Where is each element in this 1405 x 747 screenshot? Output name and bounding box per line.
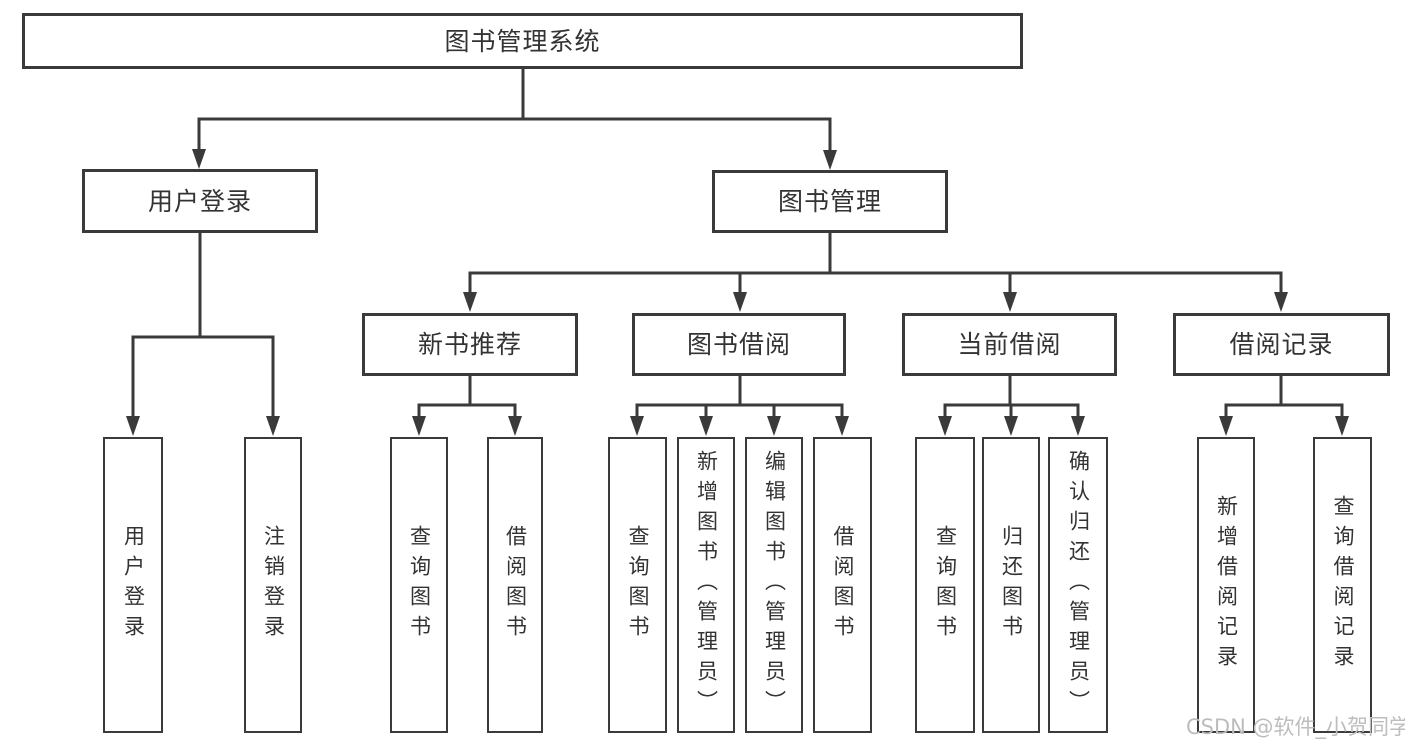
leaf-label: 归还图书: [999, 525, 1024, 645]
connector-newrec-to-leaves: [412, 376, 522, 436]
node-new-book-recommendation: 新书推荐: [362, 313, 578, 376]
connector-borrow-to-leaves: [630, 376, 849, 436]
leaf-borrow-books: 借阅图书: [813, 437, 872, 733]
leaf-logout: 注销登录: [244, 437, 302, 733]
node-current-borrowing: 当前借阅: [902, 313, 1117, 376]
leaf-edit-books-admin: 编辑图书（管理员）: [745, 437, 803, 733]
node-borrowing-records: 借阅记录: [1173, 313, 1390, 376]
leaf-label: 查询图书: [933, 525, 958, 645]
leaf-confirm-return-admin: 确认归还（管理员）: [1048, 437, 1108, 733]
leaf-label: 确认归还（管理员）: [1066, 450, 1091, 720]
leaf-return-books: 归还图书: [982, 437, 1040, 733]
leaf-query-books: 查询图书: [915, 437, 975, 733]
node-book-borrowing: 图书借阅: [632, 313, 846, 376]
node-book-management: 图书管理: [712, 170, 948, 233]
leaf-add-books-admin: 新增图书（管理员）: [677, 437, 735, 733]
leaf-add-borrow-record: 新增借阅记录: [1197, 437, 1255, 733]
leaf-label: 用户登录: [121, 525, 146, 645]
node-user-login: 用户登录: [82, 169, 318, 233]
connector-current-to-leaves: [938, 376, 1085, 436]
leaf-query-books: 查询图书: [608, 437, 667, 733]
connector-userlogin-to-leaves: [126, 233, 280, 436]
leaf-borrow-books: 借阅图书: [487, 437, 543, 733]
connector-bookmgmt-to-level3: [463, 233, 1288, 312]
leaf-label: 注销登录: [261, 525, 286, 645]
leaf-label: 借阅图书: [503, 525, 528, 645]
leaf-label: 编辑图书（管理员）: [762, 450, 787, 720]
leaf-label: 借阅图书: [831, 525, 855, 645]
leaf-label: 查询借阅记录: [1331, 495, 1355, 675]
leaf-query-borrow-record: 查询借阅记录: [1313, 437, 1372, 733]
leaf-label: 新增图书（管理员）: [694, 450, 719, 720]
node-library-management-system: 图书管理系统: [22, 13, 1023, 69]
connector-root-to-level2: [192, 69, 837, 170]
leaf-label: 查询图书: [407, 525, 432, 645]
leaf-label: 新增借阅记录: [1214, 495, 1239, 675]
leaf-query-books: 查询图书: [390, 437, 448, 733]
leaf-user-login: 用户登录: [103, 437, 163, 733]
leaf-label: 查询图书: [626, 525, 650, 645]
connector-records-to-leaves: [1219, 376, 1349, 436]
csdn-watermark: CSDN @软件_小贺同学: [1186, 715, 1405, 739]
